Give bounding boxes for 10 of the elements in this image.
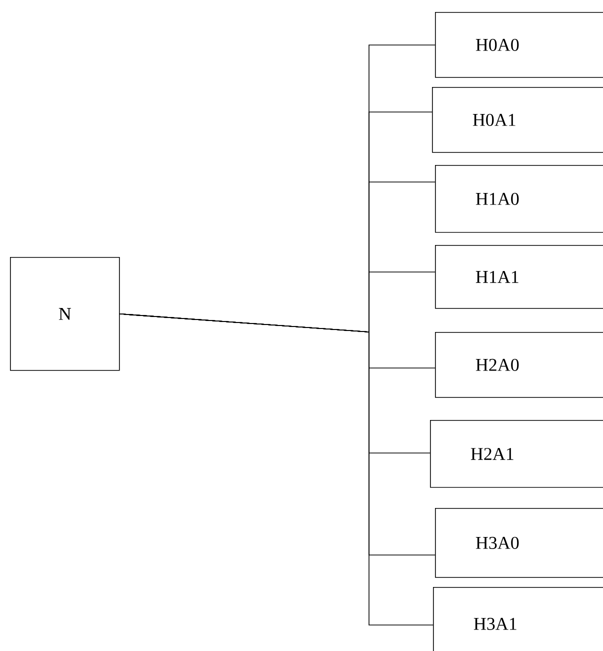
process-box: H2A0 (435, 332, 603, 398)
process-box: H3A1 (433, 587, 603, 651)
process-box: H1A0 (435, 165, 603, 233)
process-box: H0A1 (432, 87, 603, 153)
process-box: H3A0 (435, 508, 603, 578)
process-box: H1A1 (435, 245, 603, 309)
process-box: N (10, 257, 120, 371)
connector-line (119, 314, 434, 626)
process-box: H0A0 (435, 12, 603, 78)
process-box: H2A1 (430, 420, 603, 488)
